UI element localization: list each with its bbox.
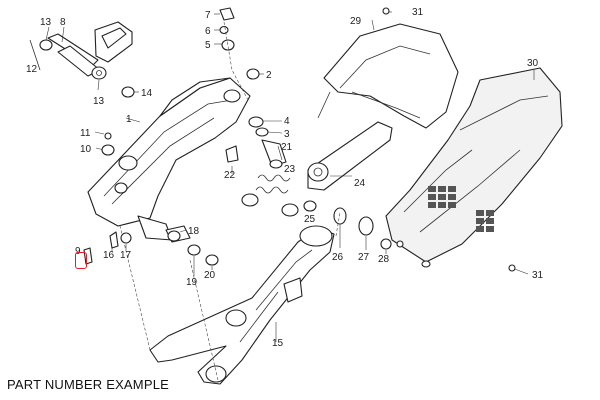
callout-5: 5: [205, 40, 211, 51]
callout-16: 16: [103, 250, 115, 261]
callout-6: 6: [205, 26, 211, 37]
lever-arm: [303, 121, 393, 212]
floor-panel: [385, 67, 563, 275]
callout-2: 2: [266, 70, 272, 81]
callout-9: 9: [75, 246, 81, 257]
callout-10: 10: [80, 144, 92, 155]
callout-31-top: 31: [412, 7, 424, 18]
callout-30: 30: [527, 58, 539, 69]
spring-assembly: [225, 116, 299, 217]
callout-21: 21: [281, 142, 293, 153]
callout-22: 22: [224, 170, 236, 181]
tread-grid-upper: [428, 186, 456, 208]
callout-19: 19: [186, 277, 198, 288]
hardware-top: [214, 7, 264, 101]
callout-4: 4: [284, 116, 290, 127]
part-number-caption: PART NUMBER EXAMPLE: [7, 377, 170, 392]
pin-assembly: [29, 21, 133, 91]
callout-25: 25: [304, 214, 316, 225]
callout-12: 12: [26, 64, 38, 75]
callout-8: 8: [60, 17, 66, 28]
callout-7: 7: [205, 10, 211, 21]
callout-26: 26: [332, 252, 344, 263]
callout-23: 23: [284, 164, 296, 175]
callout-11: 11: [80, 128, 91, 139]
tread-grid-lower: [476, 210, 494, 232]
callout-17: 17: [120, 250, 132, 261]
callout-3: 3: [284, 129, 290, 140]
callout-14: 14: [141, 88, 153, 99]
callout-20: 20: [204, 270, 216, 281]
callout-27: 27: [358, 252, 370, 263]
callout-1: 1: [126, 114, 132, 125]
upper-cover: [317, 7, 459, 129]
callout-labels: 13 8 12 13 14 1 11 10 7 6 5 2 4 3 21 22 …: [26, 7, 544, 349]
highlighted-part-marker: [75, 252, 87, 269]
main-frame: [87, 77, 251, 243]
callout-24: 24: [354, 178, 366, 189]
callout-18: 18: [188, 226, 200, 237]
bushings: [333, 207, 392, 254]
callout-29: 29: [350, 16, 362, 27]
callout-28: 28: [378, 254, 390, 265]
swing-arm: [119, 211, 341, 385]
callout-31-bottom: 31: [532, 270, 544, 281]
bolts-left: [101, 86, 139, 156]
callout-13-bottom: 13: [93, 96, 105, 107]
callout-13-top: 13: [40, 17, 52, 28]
callout-15: 15: [272, 338, 284, 349]
